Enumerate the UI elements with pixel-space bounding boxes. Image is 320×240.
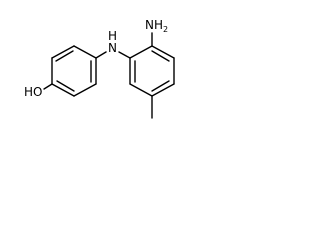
bond bbox=[151, 83, 175, 97]
double-bond bbox=[151, 50, 170, 62]
bond bbox=[129, 45, 153, 59]
bridge-h-label: H bbox=[108, 29, 117, 43]
amine-n-label: N bbox=[145, 18, 154, 32]
bond bbox=[129, 83, 153, 97]
nh-bond-left bbox=[95, 51, 107, 59]
double-bond bbox=[55, 50, 74, 62]
hydroxyl-label: HO bbox=[24, 85, 42, 99]
double-bond bbox=[56, 80, 75, 92]
bridge-n-label: N bbox=[108, 41, 117, 55]
bond bbox=[73, 45, 97, 59]
hydroxyl-bond bbox=[43, 83, 53, 90]
bond bbox=[51, 83, 75, 97]
nh-bond-right bbox=[118, 51, 131, 59]
molecule-svg: N H 2 H N HO bbox=[24, 18, 175, 119]
amine-h-label: H bbox=[154, 18, 163, 32]
double-bond bbox=[151, 80, 170, 92]
amine-subscript: 2 bbox=[163, 25, 168, 34]
aniline-ring bbox=[129, 45, 175, 97]
bond bbox=[73, 83, 97, 97]
bond bbox=[51, 45, 75, 59]
phenol-ring bbox=[51, 45, 97, 97]
structure-diagram: N H 2 H N HO bbox=[0, 0, 192, 141]
bond bbox=[151, 45, 175, 59]
